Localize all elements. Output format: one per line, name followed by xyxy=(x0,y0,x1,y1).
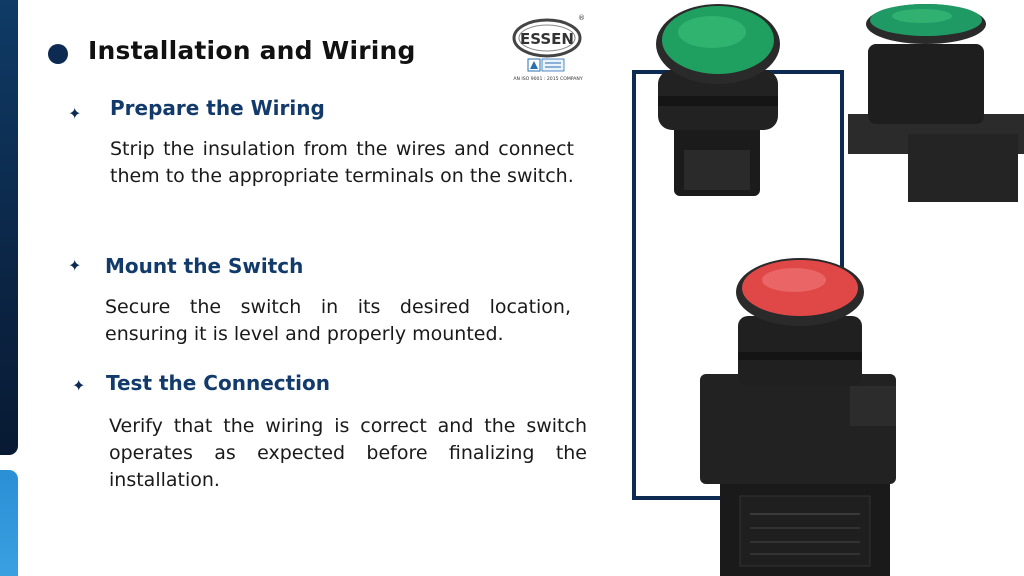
logo-tagline: AN ISO 9001 : 2015 COMPANY xyxy=(513,76,583,82)
star-bullet-icon: ✦ xyxy=(72,376,86,395)
title-bullet-dot xyxy=(48,44,68,64)
section-text-prepare: Strip the insulation from the wires and … xyxy=(110,138,574,187)
page-title: Installation and Wiring xyxy=(88,36,416,65)
registered-mark: ® xyxy=(578,14,584,22)
essen-logo: ESSEN ® AN ISO 9001 : 2015 COMPANY xyxy=(512,14,584,82)
section-text-mount: Secure the switch in its desired locatio… xyxy=(105,296,571,345)
section-heading-prepare: Prepare the Wiring xyxy=(110,96,325,120)
section-text-test: Verify that the wiring is correct and th… xyxy=(109,415,587,491)
star-bullet-icon: ✦ xyxy=(68,104,82,123)
red-push-button-image xyxy=(700,258,896,576)
decorative-sidebar-top xyxy=(0,0,18,455)
section-heading-test: Test the Connection xyxy=(106,371,331,395)
green-push-button-base-image xyxy=(848,4,1024,202)
section-heading-mount: Mount the Switch xyxy=(105,254,304,278)
logo-brand: ESSEN xyxy=(520,30,574,48)
green-push-button-image xyxy=(656,4,780,196)
star-bullet-icon: ✦ xyxy=(68,256,82,275)
decorative-sidebar-bottom xyxy=(0,470,18,576)
